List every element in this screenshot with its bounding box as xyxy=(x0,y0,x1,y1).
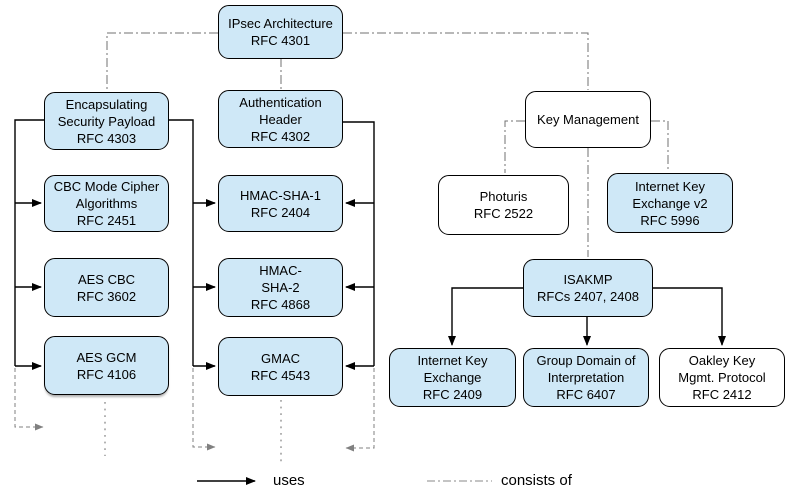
node-label: RFC 4543 xyxy=(250,367,311,383)
node-aes-cbc: AES CBC RFC 3602 xyxy=(44,258,169,317)
node-label: RFC 2522 xyxy=(473,206,534,221)
node-label: Algorithms xyxy=(75,196,138,211)
node-label: Exchange v2 xyxy=(632,195,708,211)
node-label: Exchange xyxy=(423,370,482,385)
dotted-continuation-wires xyxy=(104,400,282,464)
node-label: AES GCM xyxy=(76,349,137,365)
node-label: CBC Mode Cipher xyxy=(53,179,160,194)
node-label: Internet Key xyxy=(417,353,488,368)
node-label: Security Payload xyxy=(57,113,156,129)
continuation-wires xyxy=(14,368,375,452)
node-hmac-sha1: HMAC-SHA-1 RFC 2404 xyxy=(218,175,343,232)
node-ike: Internet Key Exchange RFC 2409 xyxy=(389,348,516,407)
node-gdoi: Group Domain of Interpretation RFC 6407 xyxy=(523,348,649,407)
node-label: Interpretation xyxy=(547,370,625,385)
node-label: RFC 4303 xyxy=(76,130,137,146)
consists-of-wires xyxy=(106,32,669,257)
node-label: RFCs 2407, 2408 xyxy=(537,289,639,304)
node-label: IPsec Architecture xyxy=(228,16,333,31)
node-esp: Encapsulating Security Payload RFC 4303 xyxy=(44,92,169,150)
node-label: Internet Key xyxy=(634,178,706,194)
node-label: RFC 2412 xyxy=(692,387,752,402)
node-isakmp: ISAKMP RFCs 2407, 2408 xyxy=(523,259,653,317)
uses-wires xyxy=(14,119,726,485)
node-label: HMAC- xyxy=(259,263,302,278)
node-ike-v2: Internet Key Exchange v2 RFC 5996 xyxy=(607,173,733,233)
node-photuris: Photuris RFC 2522 xyxy=(438,175,569,235)
node-label: HMAC-SHA-1 xyxy=(240,187,321,203)
node-label: RFC 4106 xyxy=(76,366,137,382)
node-label: AES CBC xyxy=(77,271,136,287)
node-key-management: Key Management xyxy=(525,91,651,148)
node-label: Authentication xyxy=(239,94,322,110)
node-label: RFC 5996 xyxy=(640,212,700,228)
node-label: Oakley Key xyxy=(688,353,756,368)
node-label: RFC 3602 xyxy=(76,288,137,304)
legend-consists-of-label: consists of xyxy=(501,472,572,489)
node-label: Key Management xyxy=(537,112,639,127)
node-label: Encapsulating xyxy=(65,96,148,112)
node-oakley: Oakley Key Mgmt. Protocol RFC 2412 xyxy=(659,348,785,407)
node-label: Photuris xyxy=(479,189,528,204)
node-label: RFC 2409 xyxy=(422,387,483,402)
node-label: RFC 2404 xyxy=(250,204,311,220)
node-label: Group Domain of xyxy=(536,353,636,368)
node-aes-gcm: AES GCM RFC 4106 xyxy=(44,336,169,395)
node-cbc-mode-cipher: CBC Mode Cipher Algorithms RFC 2451 xyxy=(44,175,169,232)
node-gmac: GMAC RFC 4543 xyxy=(218,337,343,396)
node-label: RFC 4301 xyxy=(250,33,311,48)
node-hmac-sha2: HMAC- SHA-2 RFC 4868 xyxy=(218,258,343,317)
node-label: Mgmt. Protocol xyxy=(678,370,766,385)
node-label: RFC 6407 xyxy=(556,387,616,402)
node-label: GMAC xyxy=(261,350,300,366)
node-label: RFC 2451 xyxy=(76,213,137,228)
node-label: Header xyxy=(259,111,302,127)
legend-uses-label: uses xyxy=(273,472,305,489)
node-label: ISAKMP xyxy=(563,272,613,287)
node-label: RFC 4302 xyxy=(250,128,311,144)
node-authentication-header: Authentication Header RFC 4302 xyxy=(218,90,343,148)
node-ipsec-architecture: IPsec Architecture RFC 4301 xyxy=(218,5,343,59)
node-label: SHA-2 xyxy=(261,280,300,295)
node-label: RFC 4868 xyxy=(250,297,311,312)
